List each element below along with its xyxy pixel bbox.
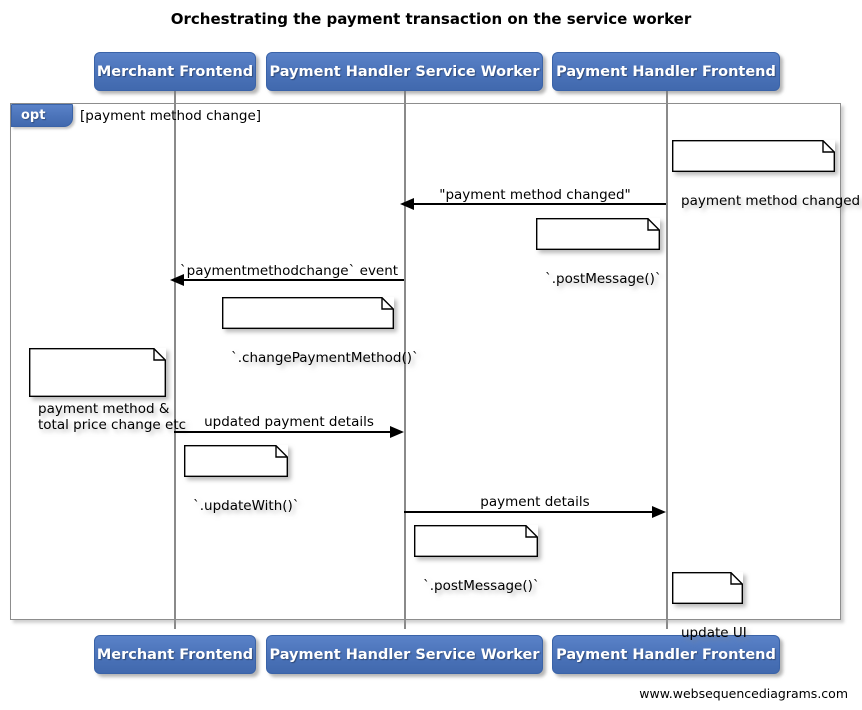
- participant-label: Merchant Frontend: [96, 63, 254, 80]
- message-line-paymentmethodchange-event: [174, 279, 404, 281]
- message-line-payment-details: [404, 511, 652, 513]
- message-arrowhead-payment-method-changed: [400, 198, 414, 210]
- lifeline-payment-handler-service-worker: [404, 90, 406, 629]
- message-arrowhead-payment-details: [652, 506, 666, 518]
- note-shape: [672, 572, 743, 604]
- opt-fragment-frame: [10, 103, 841, 620]
- message-line-payment-method-changed: [404, 203, 666, 205]
- note-update-ui: update UI: [672, 572, 747, 641]
- note-text: update UI: [681, 625, 747, 641]
- participant-top-payment-handler-frontend[interactable]: Payment Handler Frontend: [552, 52, 780, 91]
- note-text: `.updateWith()`: [193, 498, 300, 514]
- participant-top-payment-handler-service-worker[interactable]: Payment Handler Service Worker: [266, 52, 543, 91]
- participant-label: Payment Handler Frontend: [556, 646, 776, 663]
- participant-bottom-payment-handler-frontend[interactable]: Payment Handler Frontend: [552, 635, 780, 674]
- note-update-with: `.updateWith()`: [184, 445, 300, 514]
- participant-bottom-merchant-frontend[interactable]: Merchant Frontend: [94, 635, 256, 674]
- opt-fragment-operator-label: opt: [21, 108, 46, 123]
- participant-label: Merchant Frontend: [96, 646, 254, 663]
- note-text: `.postMessage()`: [423, 578, 540, 594]
- note-change-payment-method: `.changePaymentMethod()`: [222, 297, 419, 366]
- note-text: `.changePaymentMethod()`: [231, 350, 419, 366]
- note-shape: [672, 140, 835, 172]
- note-shape: [184, 445, 288, 477]
- footer-credit: www.websequencediagrams.com: [639, 686, 848, 701]
- message-label-updated-payment-details: updated payment details: [204, 414, 374, 430]
- participant-bottom-payment-handler-service-worker[interactable]: Payment Handler Service Worker: [266, 635, 543, 674]
- note-shape: [29, 348, 166, 397]
- participant-label: Payment Handler Service Worker: [269, 646, 540, 663]
- participant-label: Payment Handler Frontend: [556, 63, 776, 80]
- opt-fragment-guard: [payment method change]: [80, 108, 262, 124]
- note-post-message-2: `.postMessage()`: [414, 525, 540, 594]
- note-shape: [414, 525, 538, 557]
- note-shape: [222, 297, 394, 329]
- note-text: `.postMessage()`: [545, 271, 662, 287]
- message-arrowhead-paymentmethodchange-event: [170, 274, 184, 286]
- message-arrowhead-updated-payment-details: [390, 426, 404, 438]
- message-label-payment-details: payment details: [480, 494, 590, 510]
- participant-top-merchant-frontend[interactable]: Merchant Frontend: [94, 52, 256, 91]
- opt-fragment-operator: opt: [11, 104, 73, 127]
- note-shape: [536, 218, 660, 250]
- note-post-message-1: `.postMessage()`: [536, 218, 662, 287]
- participant-label: Payment Handler Service Worker: [269, 63, 540, 80]
- note-text: payment method & total price change etc: [38, 401, 186, 433]
- lifeline-merchant-frontend: [174, 90, 176, 629]
- diagram-title: Orchestrating the payment transaction on…: [170, 10, 692, 28]
- note-text: payment method changed: [681, 193, 861, 209]
- note-payment-method-changed: payment method changed: [672, 140, 860, 209]
- message-line-updated-payment-details: [174, 431, 390, 433]
- message-label-paymentmethodchange-event: `paymentmethodchange` event: [179, 263, 399, 279]
- note-payment-method-total-price: payment method & total price change etc: [29, 348, 186, 433]
- message-label-payment-method-changed: "payment method changed": [439, 187, 631, 203]
- lifeline-payment-handler-frontend: [666, 90, 668, 629]
